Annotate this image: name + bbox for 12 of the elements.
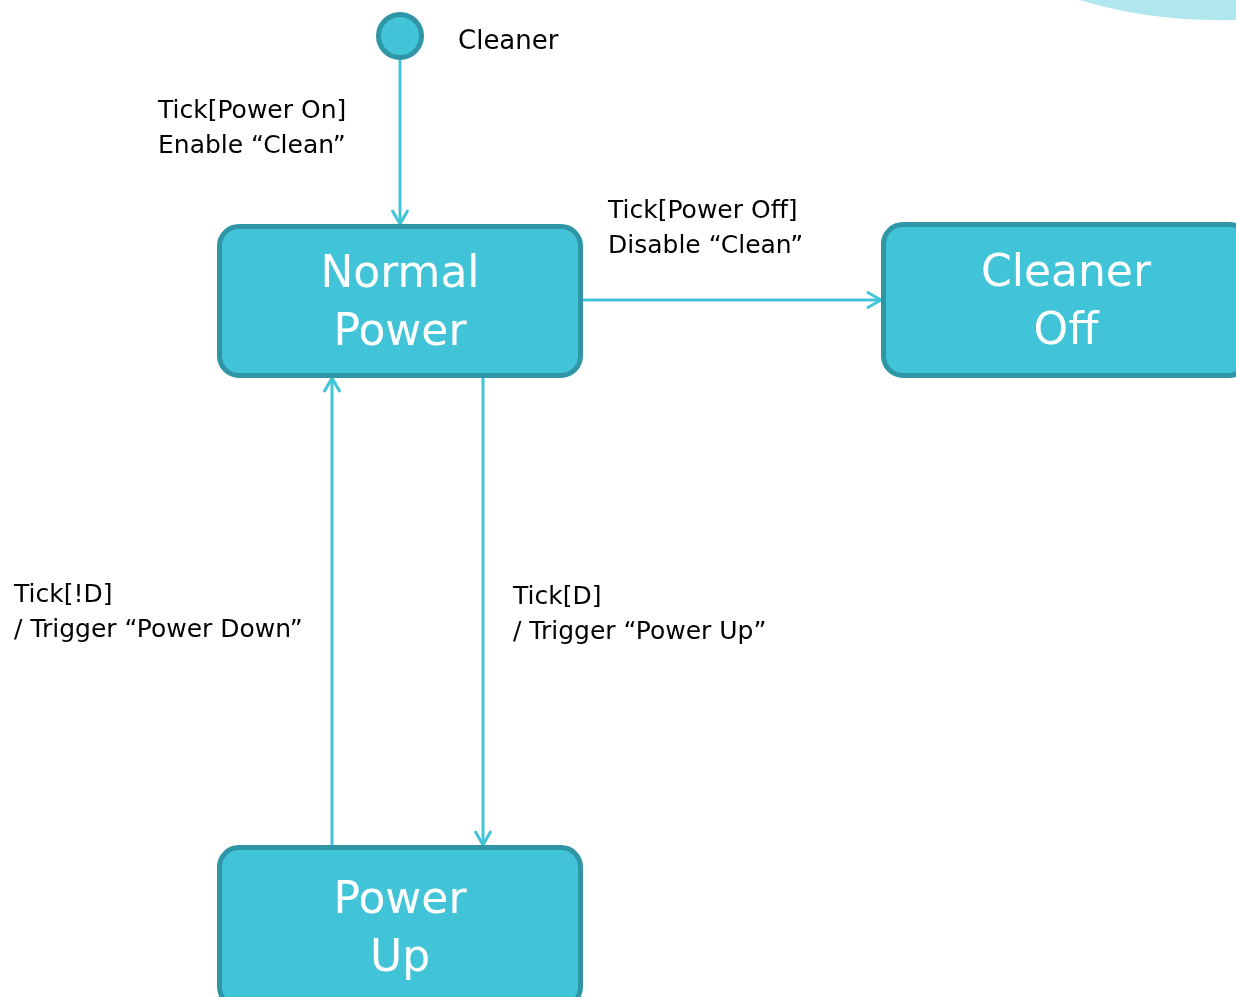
transition-arrow (583, 290, 883, 310)
state-caption: Cleaner (458, 25, 559, 55)
state-name: Normal Power (319, 245, 481, 357)
transition-arrow (322, 376, 342, 845)
transition-arrow (473, 378, 493, 847)
initial-state-circle (376, 12, 424, 60)
state-box (881, 222, 1236, 378)
state-box (217, 845, 583, 997)
state-box (217, 224, 583, 378)
transition-arrow (390, 60, 410, 226)
state-name: Power Up (332, 871, 468, 983)
state-name: Cleaner Off (980, 244, 1152, 356)
